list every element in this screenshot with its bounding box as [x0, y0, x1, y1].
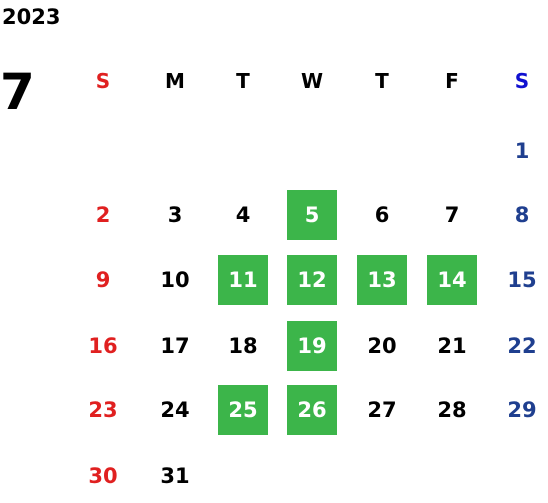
weekday-sunday: S: [95, 69, 111, 93]
day-30[interactable]: 30: [88, 464, 118, 488]
day-8[interactable]: 8: [514, 203, 530, 227]
year-label: 2023: [2, 5, 61, 29]
day-10[interactable]: 10: [160, 268, 190, 292]
day-22[interactable]: 22: [507, 334, 537, 358]
weekday-tuesday: T: [236, 69, 250, 93]
day-18[interactable]: 18: [228, 334, 258, 358]
day-25[interactable]: 25: [218, 385, 268, 435]
day-7[interactable]: 7: [444, 203, 460, 227]
day-24[interactable]: 24: [160, 398, 190, 422]
day-28[interactable]: 28: [437, 398, 467, 422]
day-29[interactable]: 29: [507, 398, 537, 422]
day-16[interactable]: 16: [88, 334, 118, 358]
day-27[interactable]: 27: [367, 398, 397, 422]
day-1[interactable]: 1: [514, 139, 530, 163]
day-3[interactable]: 3: [167, 203, 183, 227]
day-23[interactable]: 23: [88, 398, 118, 422]
day-17[interactable]: 17: [160, 334, 190, 358]
day-4[interactable]: 4: [235, 203, 251, 227]
day-15[interactable]: 15: [507, 268, 537, 292]
weekday-friday: F: [445, 69, 459, 93]
day-5[interactable]: 5: [287, 190, 337, 240]
day-31[interactable]: 31: [160, 464, 190, 488]
day-6[interactable]: 6: [374, 203, 390, 227]
day-19[interactable]: 19: [287, 321, 337, 371]
day-21[interactable]: 21: [437, 334, 467, 358]
weekday-wednesday: W: [300, 69, 324, 93]
weekday-thursday: T: [375, 69, 389, 93]
month-label: 7: [0, 63, 35, 121]
weekday-saturday: S: [514, 69, 530, 93]
weekday-monday: M: [165, 69, 185, 93]
day-9[interactable]: 9: [95, 268, 111, 292]
day-2[interactable]: 2: [95, 203, 111, 227]
day-20[interactable]: 20: [367, 334, 397, 358]
day-12[interactable]: 12: [287, 255, 337, 305]
day-11[interactable]: 11: [218, 255, 268, 305]
day-26[interactable]: 26: [287, 385, 337, 435]
day-14[interactable]: 14: [427, 255, 477, 305]
day-13[interactable]: 13: [357, 255, 407, 305]
